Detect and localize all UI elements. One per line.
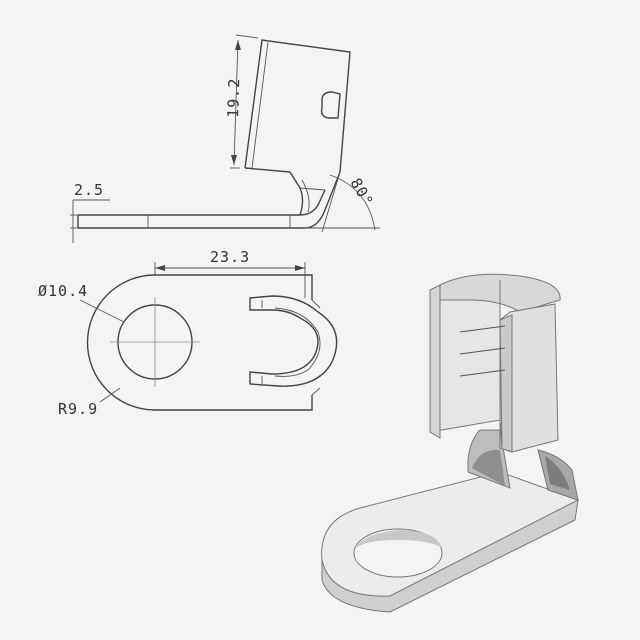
top-view: 23.3 Ø10.4 R9.9: [38, 248, 338, 418]
isometric-view: [321, 273, 580, 613]
dim-end-radius: R9.9: [58, 400, 98, 418]
dim-bend-angle: 80°: [347, 175, 378, 210]
dim-thickness: 2.5: [74, 181, 104, 199]
dim-height-tab: 19.2: [224, 77, 243, 118]
side-view: 19.2 80° 2.5: [70, 34, 380, 243]
dim-hole-diameter: Ø10.4: [38, 282, 88, 300]
dim-hole-spacing: 23.3: [210, 248, 250, 266]
